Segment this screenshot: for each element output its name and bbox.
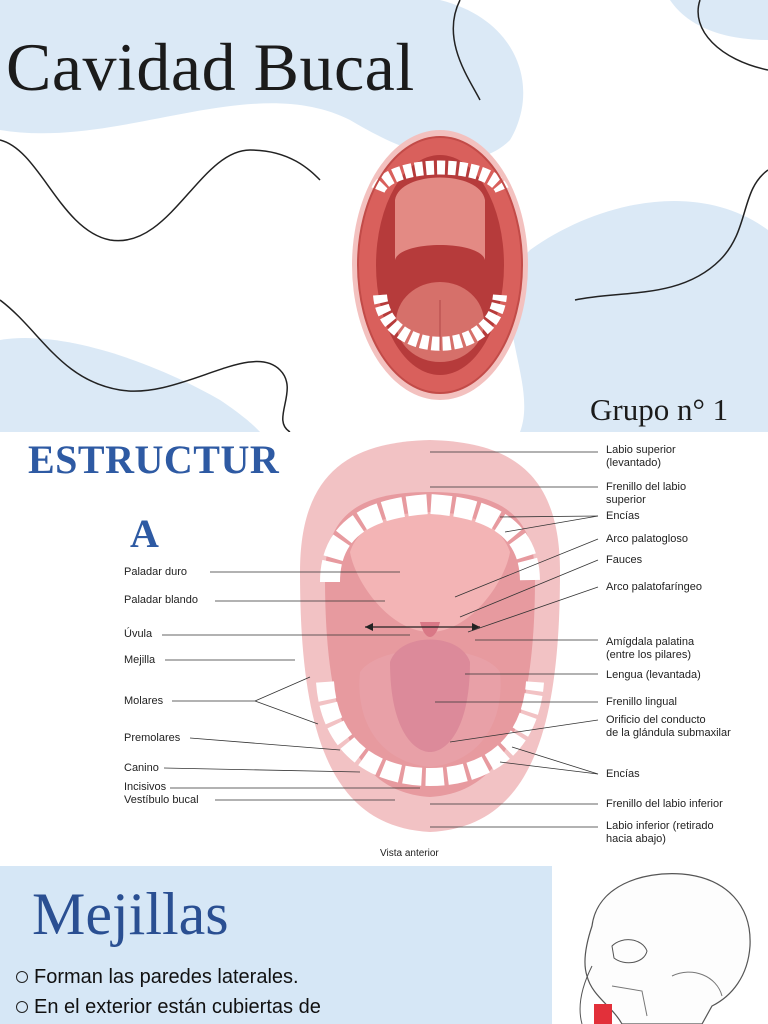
label-canino: Canino [124,762,159,774]
list-item: En el exterior están cubiertas de [16,992,321,1022]
structure-slide: ESTRUCTUR A [0,432,768,866]
label-mejilla: Mejilla [124,654,156,666]
title-slide: Cavidad Bucal Grupo n° 1 [0,0,768,432]
label-paladar-blando: Paladar blando [124,594,199,606]
list-item: Forman las paredes laterales. [16,962,321,992]
text-panel [0,866,552,1024]
label-labio-superior: Labio superior (levantado) [606,444,676,469]
label-frenillo-labio-inferior: Frenillo del labio inferior [606,798,723,810]
label-arco-palatogloso: Arco palatogloso [606,533,688,545]
label-premolares: Premolares [124,732,181,744]
label-encias-superior: Encías [606,510,640,522]
label-encias-inferior: Encías [606,768,640,780]
label-uvula: Úvula [124,628,153,640]
skull-illustration [579,873,751,1024]
mouth-illustration [352,130,528,400]
bullet-text: Forman las paredes laterales. [34,966,299,988]
anatomy-diagram [162,440,599,832]
label-vestibulo-bucal: Vestíbulo bucal [124,794,199,806]
label-frenillo-lingual: Frenillo lingual [606,696,677,708]
slide-title: Mejillas [32,881,229,947]
label-frenillo-labio-superior: Frenillo del labio superior [606,481,687,506]
label-lengua: Lengua (levantada) [606,669,701,681]
label-paladar-duro: Paladar duro [124,566,187,578]
section-heading-continuation: A [130,511,159,556]
bullet-circle-icon [16,971,28,983]
label-fauces: Fauces [606,554,643,566]
diagram-caption: Vista anterior [380,848,439,859]
label-molares: Molares [124,695,164,707]
section-heading: ESTRUCTUR [28,437,280,482]
label-amigdala-palatina: Amígdala palatina (entre los pilares) [606,636,695,661]
bullet-circle-icon [16,1001,28,1013]
slide-title: Cavidad Bucal [6,29,415,105]
label-labio-inferior: Labio inferior (retirado hacia abajo) [606,820,714,845]
label-incisivos: Incisivos [124,781,167,793]
label-orificio-conducto: Orificio del conducto de la glándula sub… [606,714,731,739]
group-label: Grupo n° 1 [590,392,729,427]
bullet-text: En el exterior están cubiertas de [34,996,321,1018]
label-arco-palatofaringeo: Arco palatofaríngeo [606,581,703,593]
mejillas-slide: Mejillas Forman las paredes laterales. E… [0,866,768,1024]
bullet-list: Forman las paredes laterales. En el exte… [16,962,321,1022]
background-decoration [0,0,768,432]
